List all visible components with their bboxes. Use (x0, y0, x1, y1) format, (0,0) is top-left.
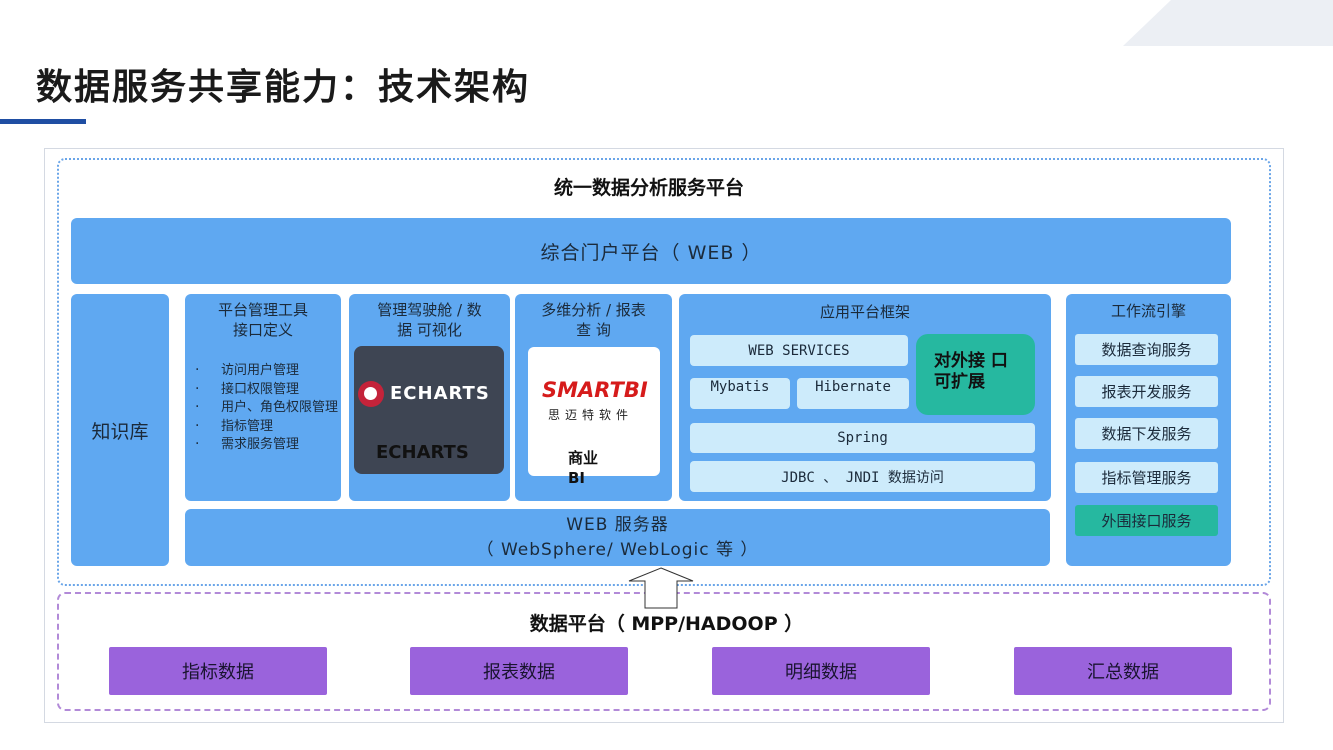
workflow-item: 数据下发服务 (1075, 418, 1218, 449)
hibernate-bar: Hibernate (797, 378, 909, 409)
cockpit-heading: 管理驾驶舱 / 数 据 可视化 (377, 301, 482, 339)
smartbi-subtitle: 思迈特软件 (548, 408, 634, 422)
mybatis-label: Mybatis (710, 379, 770, 395)
data-box: 报表数据 (410, 647, 628, 695)
list-item: 指标管理 (185, 417, 341, 437)
workflow-item: 指标管理服务 (1075, 462, 1218, 493)
knowledge-base-label: 知识库 (91, 420, 149, 443)
data-box-label: 指标数据 (182, 662, 254, 683)
workflow-item-label: 数据查询服务 (1101, 341, 1192, 359)
echarts-label: ECHARTS (376, 442, 469, 463)
external-interface-label: 对外接 口 可扩展 (934, 351, 1008, 392)
data-box-label: 明细数据 (785, 662, 857, 683)
list-item: 需求服务管理 (185, 435, 341, 455)
jdbc-label: JDBC 、 JNDI 数据访问 (781, 469, 944, 486)
data-box: 明细数据 (712, 647, 930, 695)
hibernate-label: Hibernate (815, 379, 891, 395)
workflow-item: 报表开发服务 (1075, 376, 1218, 407)
portal-bar: 综合门户平台（ WEB ） (71, 218, 1231, 284)
web-server-line2: （ WebSphere/ WebLogic 等 ） (476, 539, 759, 560)
echarts-wordmark: ECHARTS (390, 383, 490, 404)
framework-heading: 应用平台框架 (819, 303, 910, 321)
web-server-line1: WEB 服务器 (566, 514, 669, 535)
data-box: 汇总数据 (1014, 647, 1232, 695)
spring-bar: Spring (690, 423, 1035, 453)
smartbi-card (528, 347, 660, 476)
workflow-item-label: 指标管理服务 (1101, 469, 1192, 487)
mgmt-tools-heading: 平台管理工具 接口定义 (217, 301, 308, 339)
workflow-item: 外围接口服务 (1075, 505, 1218, 536)
knowledge-base-box: 知识库 (71, 294, 169, 566)
data-platform-title: 数据平台（ MPP/HADOOP ） (529, 613, 804, 635)
external-interface-card (916, 334, 1035, 415)
workflow-item-label: 报表开发服务 (1101, 383, 1192, 401)
data-box: 指标数据 (109, 647, 327, 695)
list-item: 用户、角色权限管理 (185, 398, 341, 418)
page-title: 数据服务共享能力：技术架构 (36, 67, 531, 108)
diagram-frame (44, 148, 1284, 723)
workflow-item-label: 外围接口服务 (1101, 512, 1192, 530)
platform-title: 统一数据分析服务平台 (554, 177, 745, 199)
title-underline (0, 119, 86, 124)
data-box-label: 报表数据 (483, 662, 555, 683)
workflow-item: 数据查询服务 (1075, 334, 1218, 365)
workflow-item-label: 数据下发服务 (1101, 425, 1192, 443)
smartbi-label: 商业 BI (568, 449, 599, 487)
up-arrow-icon (628, 567, 694, 609)
data-box-label: 汇总数据 (1087, 662, 1159, 683)
echarts-logo-icon-inner (364, 387, 377, 400)
mgmt-tools-list: 访问用户管理 接口权限管理 用户、角色权限管理 指标管理 需求服务管理 (185, 361, 341, 455)
mybatis-bar: Mybatis (690, 378, 790, 409)
spring-label: Spring (837, 430, 888, 446)
web-services-bar: WEB SERVICES (690, 335, 908, 366)
analysis-heading: 多维分析 / 报表 查 询 (541, 301, 646, 339)
portal-label: 综合门户平台（ WEB ） (540, 241, 762, 264)
jdbc-bar: JDBC 、 JNDI 数据访问 (690, 461, 1035, 492)
mgmt-tools-column: 平台管理工具 接口定义 访问用户管理 接口权限管理 用户、角色权限管理 指标管理… (185, 294, 341, 501)
corner-decoration (1123, 0, 1333, 46)
echarts-card (354, 346, 504, 474)
list-item: 访问用户管理 (185, 361, 341, 381)
web-server-bar: WEB 服务器 （ WebSphere/ WebLogic 等 ） (185, 509, 1050, 566)
list-item: 接口权限管理 (185, 380, 341, 400)
smartbi-logo: SMARTBI (542, 378, 648, 402)
web-services-label: WEB SERVICES (748, 342, 850, 359)
workflow-heading: 工作流引擎 (1110, 302, 1186, 320)
